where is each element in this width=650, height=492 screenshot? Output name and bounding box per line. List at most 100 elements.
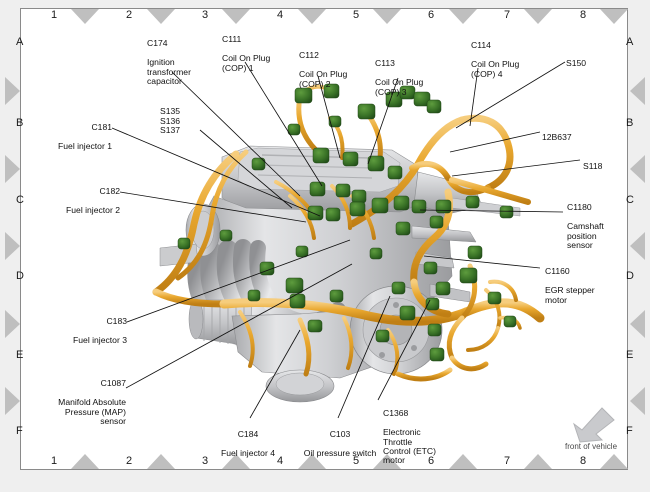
callout-c103-desc: Oil pressure switch xyxy=(303,448,377,459)
grid-marker-bottom xyxy=(71,454,99,469)
grid-col-bottom-6: 6 xyxy=(427,455,435,467)
callout-c1368[interactable]: C1368 Electronic Throttle Control (ETC) … xyxy=(383,400,436,466)
callout-c1160[interactable]: C1160 EGR stepper motor xyxy=(545,258,595,305)
callout-c174[interactable]: C174 Ignition transformer capacitor xyxy=(147,30,191,86)
callout-c111-code: C111 xyxy=(222,34,242,45)
grid-marker-top xyxy=(222,9,250,24)
callout-c181-code: C181 xyxy=(91,122,112,133)
callout-12b637[interactable]: 12B637 xyxy=(542,124,572,143)
callout-c112-desc: Coil On Plug (COP) 2 xyxy=(299,69,348,89)
grid-row-left-d: D xyxy=(16,270,24,282)
callout-c1368-desc: Electronic Throttle Control (ETC) motor xyxy=(383,427,437,466)
callout-c184[interactable]: C184 Fuel injector 4 xyxy=(196,421,300,459)
callout-c184-desc: Fuel injector 4 xyxy=(221,448,275,459)
callout-12b637-code: 12B637 xyxy=(542,132,572,143)
grid-row-left-f: F xyxy=(16,425,23,437)
grid-col-top-4: 4 xyxy=(276,9,284,21)
callout-c174-code: C174 xyxy=(147,38,168,49)
grid-marker-top xyxy=(449,9,477,24)
callout-c112[interactable]: C112 Coil On Plug (COP) 2 xyxy=(299,42,347,89)
callout-c1180-desc: Camshaft position sensor xyxy=(567,221,604,251)
callout-s135-s136-s137[interactable]: S135 S136 S137 xyxy=(160,98,180,136)
callout-c1087[interactable]: C1087 Manifold Absolute Pressure (MAP) s… xyxy=(12,370,126,426)
grid-col-top-8: 8 xyxy=(579,9,587,21)
grid-col-bottom-5: 5 xyxy=(352,455,360,467)
grid-row-left-a: A xyxy=(16,36,24,48)
grid-marker-left xyxy=(5,232,20,260)
grid-marker-bottom xyxy=(600,454,628,469)
grid-row-left-e: E xyxy=(16,349,24,361)
callout-c103-code: C103 xyxy=(329,429,351,440)
grid-marker-left xyxy=(5,387,20,415)
callout-c112-code: C112 xyxy=(299,50,319,61)
grid-row-left-b: B xyxy=(16,117,24,129)
callout-c174-desc: Ignition transformer capacitor xyxy=(147,57,191,87)
grid-marker-bottom xyxy=(449,454,477,469)
grid-marker-top xyxy=(600,9,628,24)
callout-c111-desc: Coil On Plug (COP) 1 xyxy=(222,53,271,73)
grid-marker-bottom xyxy=(373,454,401,469)
front-of-vehicle-arrow-icon xyxy=(573,407,615,443)
callout-c182-desc: Fuel injector 2 xyxy=(66,205,120,216)
callout-c113-code: C113 xyxy=(375,58,395,69)
grid-marker-bottom xyxy=(298,454,326,469)
grid-marker-bottom xyxy=(524,454,552,469)
grid-marker-top xyxy=(298,9,326,24)
callout-s118[interactable]: S118 xyxy=(583,153,602,172)
grid-marker-top xyxy=(373,9,401,24)
grid-col-bottom-3: 3 xyxy=(201,455,209,467)
callout-c1368-code: C1368 xyxy=(383,408,409,419)
callout-s118-code: S118 xyxy=(583,161,603,172)
grid-marker-right xyxy=(630,77,645,105)
grid-col-top-5: 5 xyxy=(352,9,360,21)
grid-col-bottom-4: 4 xyxy=(276,455,284,467)
callout-c181[interactable]: C181 Fuel injector 1 xyxy=(8,114,112,152)
grid-row-right-f: F xyxy=(626,425,633,437)
grid-marker-right xyxy=(630,155,645,183)
front-of-vehicle-label: front of vehicle xyxy=(564,442,618,451)
callout-c114-code: C114 xyxy=(471,40,491,51)
callout-splice-codes: S135 S136 S137 xyxy=(160,106,181,136)
grid-marker-left xyxy=(5,155,20,183)
callout-c181-desc: Fuel injector 1 xyxy=(58,141,112,152)
callout-c1180[interactable]: C1180 Camshaft position sensor xyxy=(567,194,604,250)
callout-c111[interactable]: C111 Coil On Plug (COP) 1 xyxy=(222,26,270,73)
grid-marker-right xyxy=(630,387,645,415)
grid-col-top-3: 3 xyxy=(201,9,209,21)
grid-col-top-6: 6 xyxy=(427,9,435,21)
callout-c1160-code: C1160 xyxy=(545,266,570,277)
callout-c103[interactable]: C103 Oil pressure switch xyxy=(288,421,392,459)
grid-col-bottom-7: 7 xyxy=(503,455,511,467)
callout-s150[interactable]: S150 xyxy=(566,50,586,69)
grid-marker-right xyxy=(630,310,645,338)
grid-col-bottom-8: 8 xyxy=(579,455,587,467)
grid-marker-right xyxy=(630,232,645,260)
callout-c1087-code: C1087 xyxy=(100,378,126,389)
callout-c114[interactable]: C114 Coil On Plug (COP) 4 xyxy=(471,32,519,79)
grid-marker-left xyxy=(5,77,20,105)
callout-c182-code: C182 xyxy=(99,186,120,197)
grid-row-right-b: B xyxy=(626,117,634,129)
callout-c113-desc: Coil On Plug (COP) 3 xyxy=(375,77,424,97)
grid-col-top-2: 2 xyxy=(125,9,133,21)
callout-c182[interactable]: C182 Fuel injector 2 xyxy=(16,178,120,216)
grid-marker-top xyxy=(524,9,552,24)
grid-row-right-c: C xyxy=(626,194,634,206)
callout-c183-code: C183 xyxy=(106,316,127,327)
callout-c114-desc: Coil On Plug (COP) 4 xyxy=(471,59,520,79)
grid-marker-left xyxy=(5,310,20,338)
callout-c1087-desc: Manifold Absolute Pressure (MAP) sensor xyxy=(58,397,126,427)
grid-marker-top xyxy=(71,9,99,24)
grid-col-bottom-1: 1 xyxy=(50,455,58,467)
callout-c113[interactable]: C113 Coil On Plug (COP) 3 xyxy=(375,50,423,97)
grid-row-right-d: D xyxy=(626,270,634,282)
callout-c183-desc: Fuel injector 3 xyxy=(73,335,127,346)
grid-row-right-a: A xyxy=(626,36,634,48)
callout-c183[interactable]: C183 Fuel injector 3 xyxy=(23,308,127,346)
grid-col-top-7: 7 xyxy=(503,9,511,21)
callout-c1160-desc: EGR stepper motor xyxy=(545,285,595,305)
grid-col-top-1: 1 xyxy=(50,9,58,21)
grid-row-right-e: E xyxy=(626,349,634,361)
callout-c1180-code: C1180 xyxy=(567,202,592,213)
